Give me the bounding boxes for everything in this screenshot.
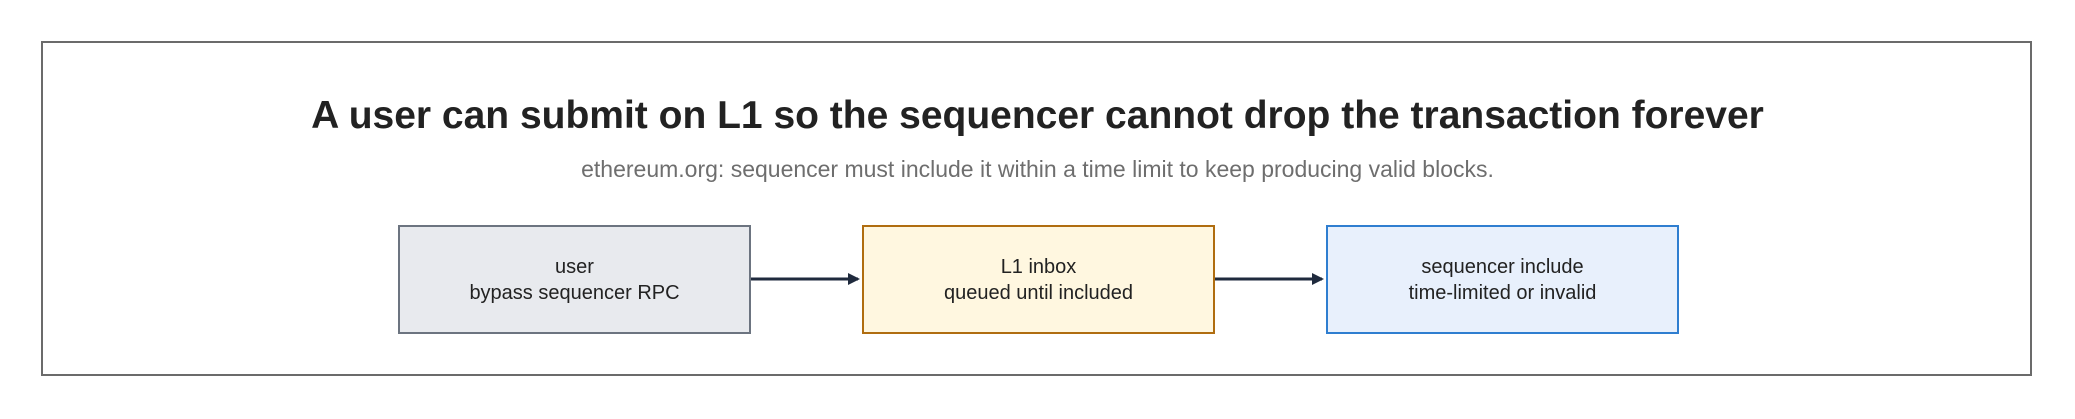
node-sequencer-include-label: sequencer include	[1421, 255, 1584, 278]
node-user: user bypass sequencer RPC	[398, 225, 751, 334]
diagram-frame	[41, 41, 2032, 376]
node-user-label: user	[555, 255, 594, 278]
node-l1-inbox-label: L1 inbox	[1000, 255, 1077, 278]
node-l1-inbox: L1 inbox queued until included	[862, 225, 1215, 334]
diagram-title: A user can submit on L1 so the sequencer…	[311, 94, 1764, 137]
node-l1-inbox-detail: queued until included	[943, 281, 1134, 304]
diagram-subtitle: ethereum.org: sequencer must include it …	[581, 156, 1494, 182]
node-sequencer-include-detail: time-limited or invalid	[1408, 281, 1597, 304]
node-user-detail: bypass sequencer RPC	[469, 281, 680, 304]
node-sequencer-include: sequencer include time-limited or invali…	[1326, 225, 1679, 334]
